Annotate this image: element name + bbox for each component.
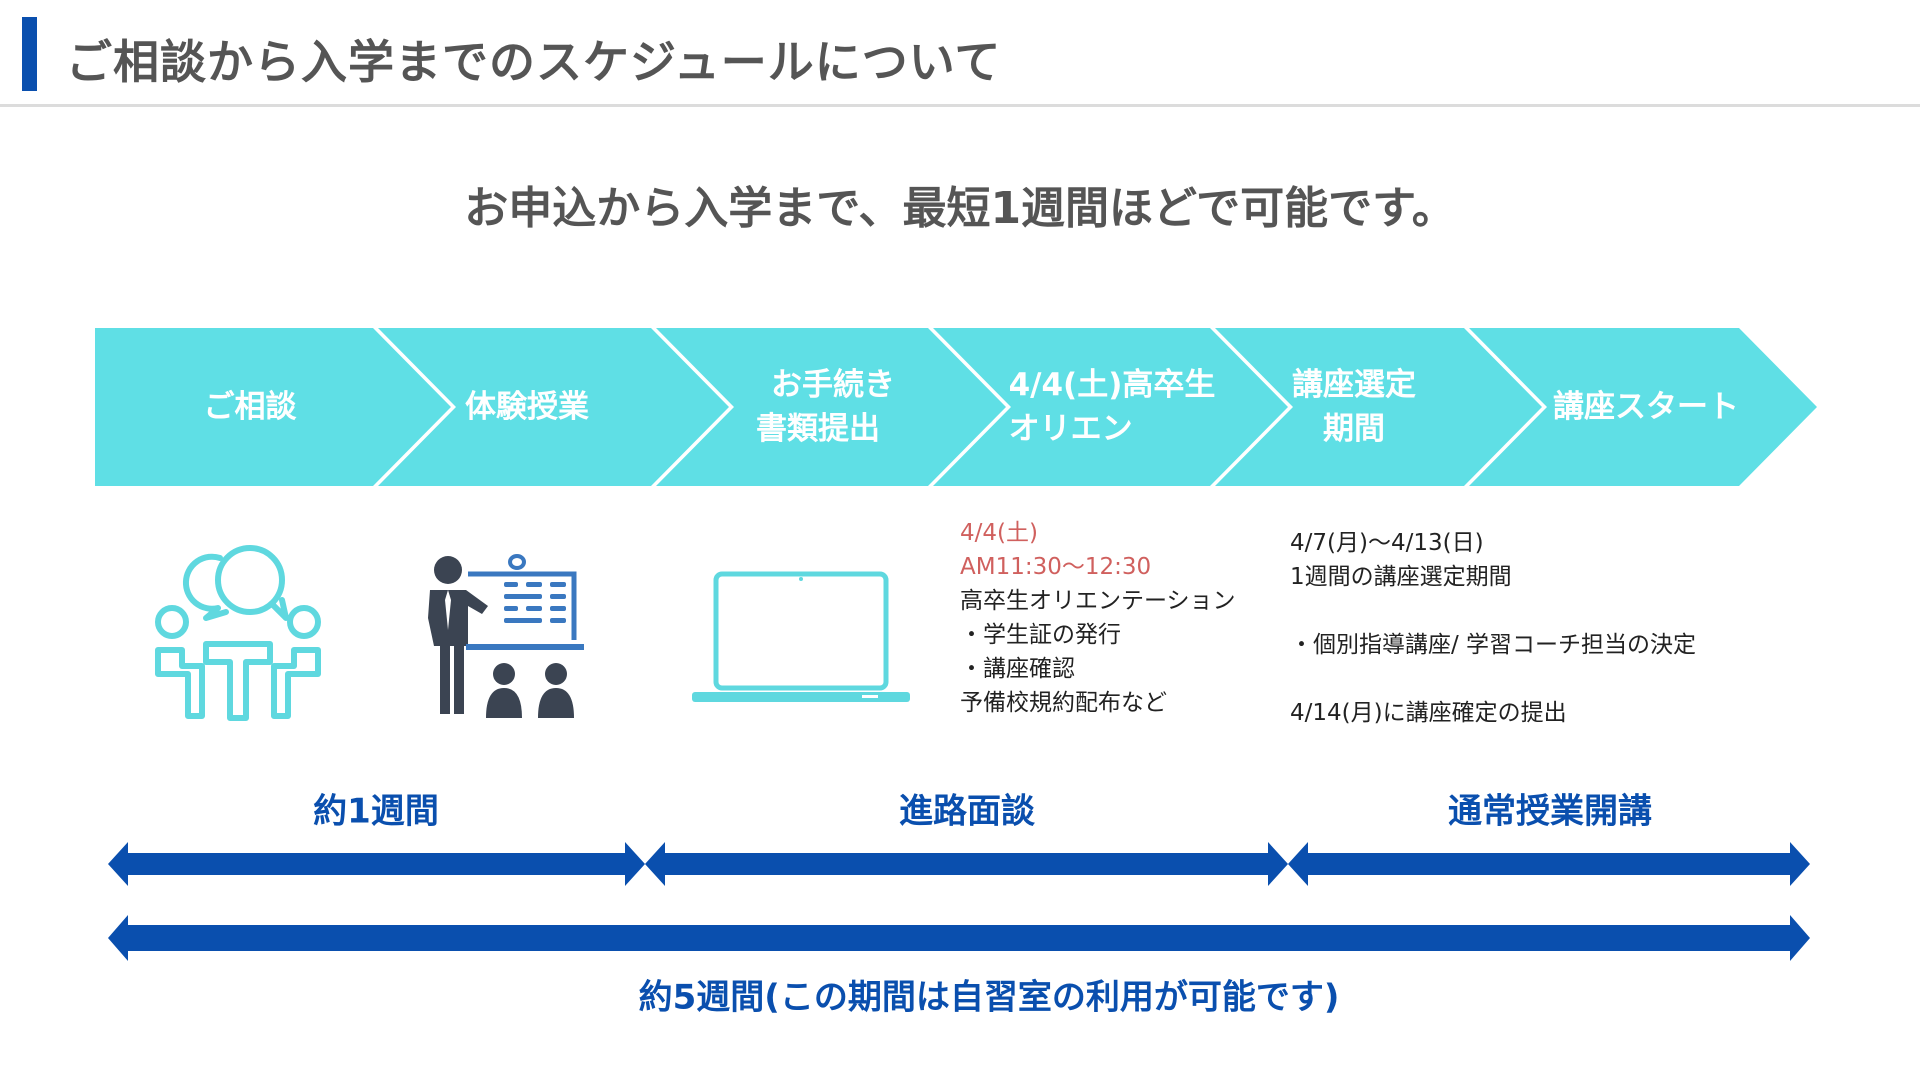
header-divider	[0, 104, 1920, 107]
period-label-3: 通常授業開講	[1448, 791, 1652, 832]
orientation-line: 高卒生オリエンテーション	[960, 588, 1236, 614]
page-title: ご相談から入学までのスケジュールについて	[66, 35, 1002, 89]
header-accent-bar	[22, 17, 37, 91]
selection-decision: ・個別指導講座/ 学習コーチ担当の決定	[1290, 632, 1697, 658]
process-chevrons	[95, 328, 1817, 486]
orientation-line: ・学生証の発行	[960, 622, 1121, 648]
selection-period: 4/7(月)〜4/13(日)	[1290, 530, 1484, 556]
period-label-1: 約1週間	[313, 791, 439, 832]
arrow-total-period	[108, 915, 1810, 961]
meeting-icon	[155, 545, 321, 721]
selection-deadline: 4/14(月)に講座確定の提出	[1290, 700, 1567, 726]
period-arrows	[108, 842, 1810, 961]
orientation-details: 4/4(土) AM11:30〜12:30 高卒生オリエンテーション・学生証の発行・講…	[960, 516, 1236, 720]
chevron-step-1	[95, 328, 451, 486]
step-label-trial-class: 体験授業	[465, 389, 589, 425]
chevron-step-3	[656, 328, 1006, 486]
arrow-period-1	[108, 842, 645, 886]
orientation-line: ・講座確認	[960, 656, 1075, 682]
subtitle: お申込から入学まで、最短1週間ほどで可能です。	[464, 183, 1456, 234]
laptop-icon	[692, 571, 910, 702]
presentation-icon	[428, 554, 584, 718]
step-label-course-start: 講座スタート	[1553, 389, 1739, 425]
step-label-course-selection: 講座選定期間	[1292, 367, 1416, 447]
step-label-procedures: お手続き書類提出	[756, 367, 895, 447]
period-label-2: 進路面談	[899, 791, 1035, 832]
chevron-step-6	[1469, 328, 1817, 486]
orientation-date: 4/4(土)	[960, 520, 1038, 546]
arrow-period-2	[645, 842, 1288, 886]
step-label-orientation: 4/4(土)高卒生オリエン	[1008, 367, 1216, 447]
orientation-line: 予備校規約配布など	[960, 690, 1167, 716]
chevron-step-2	[378, 328, 729, 486]
arrow-period-3	[1288, 842, 1810, 886]
total-period-label: 約5週間(この期間は自習室の利用が可能です)	[638, 977, 1340, 1018]
chevron-step-5	[1215, 328, 1542, 486]
selection-summary: 1週間の講座選定期間	[1290, 564, 1512, 590]
orientation-time: AM11:30〜12:30	[960, 554, 1152, 580]
step-label-consultation: ご相談	[203, 389, 297, 425]
course-selection-details: 4/7(月)〜4/13(日) 1週間の講座選定期間・個別指導講座/ 学習コーチ担当…	[1290, 526, 1696, 730]
chevron-step-4	[933, 328, 1288, 486]
